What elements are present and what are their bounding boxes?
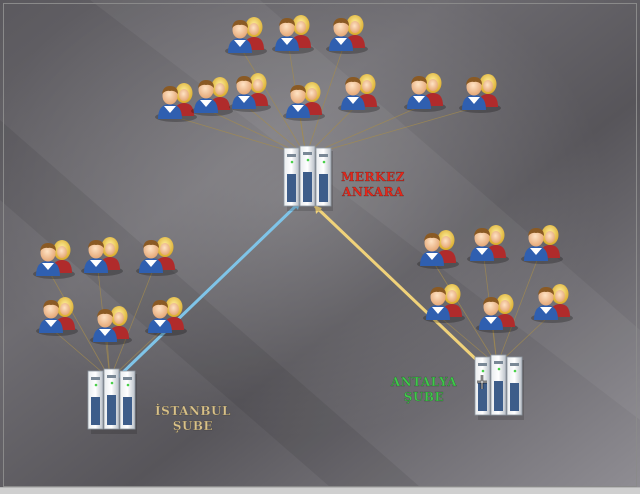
antalya-label: ANTALYA ŞUBE (390, 375, 457, 404)
local-link-line (305, 47, 344, 157)
local-link-line (305, 106, 477, 157)
local-link-line (496, 257, 539, 366)
local-link-line (241, 49, 307, 157)
window-bottom-edge (0, 487, 640, 494)
istanbul-label-line2: ŞUBE (173, 419, 213, 433)
hq-label: MERKEZ ANKARA (341, 170, 405, 199)
local-link-line (49, 272, 111, 380)
background-streak (0, 120, 420, 487)
antalya-hq-link (313, 204, 485, 368)
hq-label-line2: ANKARA (341, 185, 404, 199)
slide-frame (3, 3, 637, 487)
local-link-line (433, 262, 498, 366)
local-link-line (109, 269, 154, 380)
istanbul-label-line1: İSTANBUL (155, 403, 231, 418)
hq-label-line1: MERKEZ (341, 170, 405, 184)
mouse-cursor-icon (477, 375, 487, 389)
istanbul-label: İSTANBUL ŞUBE (155, 403, 231, 433)
istanbul-hq-link (115, 200, 302, 380)
antalya-label-line2: ŞUBE (404, 390, 444, 404)
antalya-label-line1: ANTALYA (390, 375, 457, 389)
